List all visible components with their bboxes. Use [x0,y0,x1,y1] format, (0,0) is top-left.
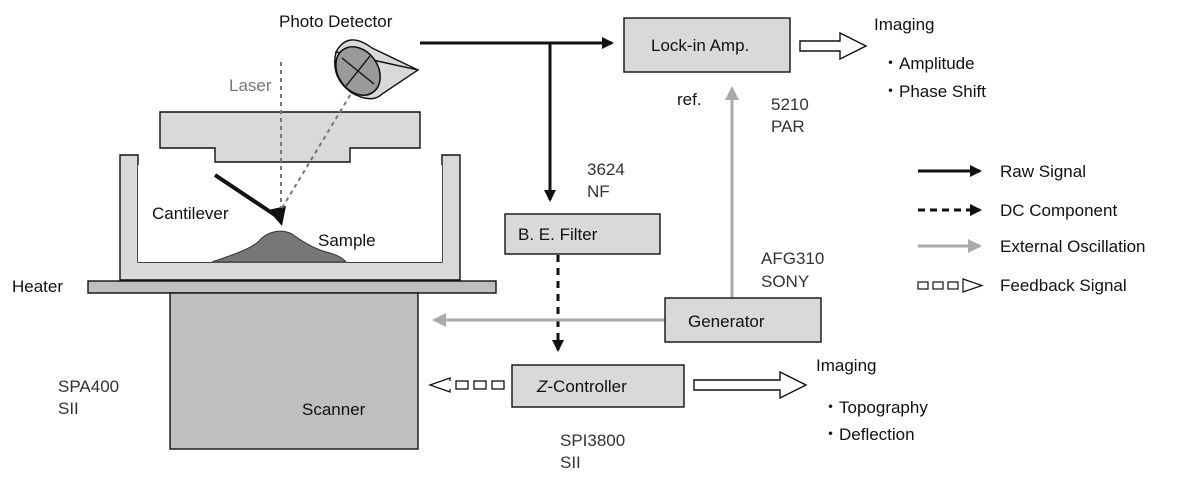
filter-label: B. E. Filter [518,225,598,244]
gen-maker-label: SONY [761,272,809,291]
spa-maker-label: SII [58,399,79,418]
scanner-block [169,292,419,450]
heater-plate [87,280,497,294]
legend-feedback-arrow [917,278,984,293]
zcontroller-label: Z-Controller [536,377,627,396]
lockin-amp-box [623,17,791,73]
zcontroller-suffix: -Controller [547,377,627,396]
sample-label: Sample [318,231,376,250]
legend: Raw Signal DC Component External Oscilla… [917,162,1146,295]
scanner-label: Scanner [302,400,366,419]
laser-label: Laser [229,76,272,95]
lockin-output-arrow [799,31,868,61]
imaging-top-title: Imaging [874,15,934,34]
feedback-signal-arrow [428,377,505,393]
zcontroller-prefix: Z [536,377,548,396]
legend-oscillation-label: External Oscillation [1000,237,1146,256]
filter-box [504,213,661,255]
filter-model-label: 3624 [587,160,625,179]
spa-model-label: SPA400 [58,377,119,396]
reflected-beam [281,91,353,209]
photo-detector-icon [334,39,420,100]
lockin-model-label: 5210 [771,95,809,114]
lockin-maker-label: PAR [771,117,805,136]
gen-model-label: AFG310 [761,249,824,268]
cantilever-label: Cantilever [152,204,229,223]
spi-model-label: SPI3800 [560,431,625,450]
generator-label: Generator [688,312,765,331]
photo-detector-label: Photo Detector [279,12,393,31]
imaging-top-item-1: ・Amplitude [882,54,975,73]
spi-maker-label: SII [560,453,581,472]
imaging-top-item-2: ・Phase Shift [882,82,986,101]
cantilever-tip [268,206,286,226]
generator-box [664,297,822,343]
ref-label: ref. [677,90,702,109]
legend-feedback-label: Feedback Signal [1000,276,1127,295]
imaging-bottom-title: Imaging [816,356,876,375]
lockin-label: Lock-in Amp. [651,36,749,55]
legend-raw-signal-label: Raw Signal [1000,162,1086,181]
imaging-bottom-item-1: ・Topography [822,398,928,417]
cantilever [213,173,277,217]
filter-maker-label: NF [587,182,610,201]
zcontroller-box [511,364,685,408]
heater-label: Heater [12,277,63,296]
zcontroller-output-arrow [693,370,808,400]
cantilever-holder [159,111,421,163]
imaging-bottom-item-2: ・Deflection [822,425,915,444]
sample-blob [211,230,348,263]
legend-dc-label: DC Component [1000,201,1117,220]
